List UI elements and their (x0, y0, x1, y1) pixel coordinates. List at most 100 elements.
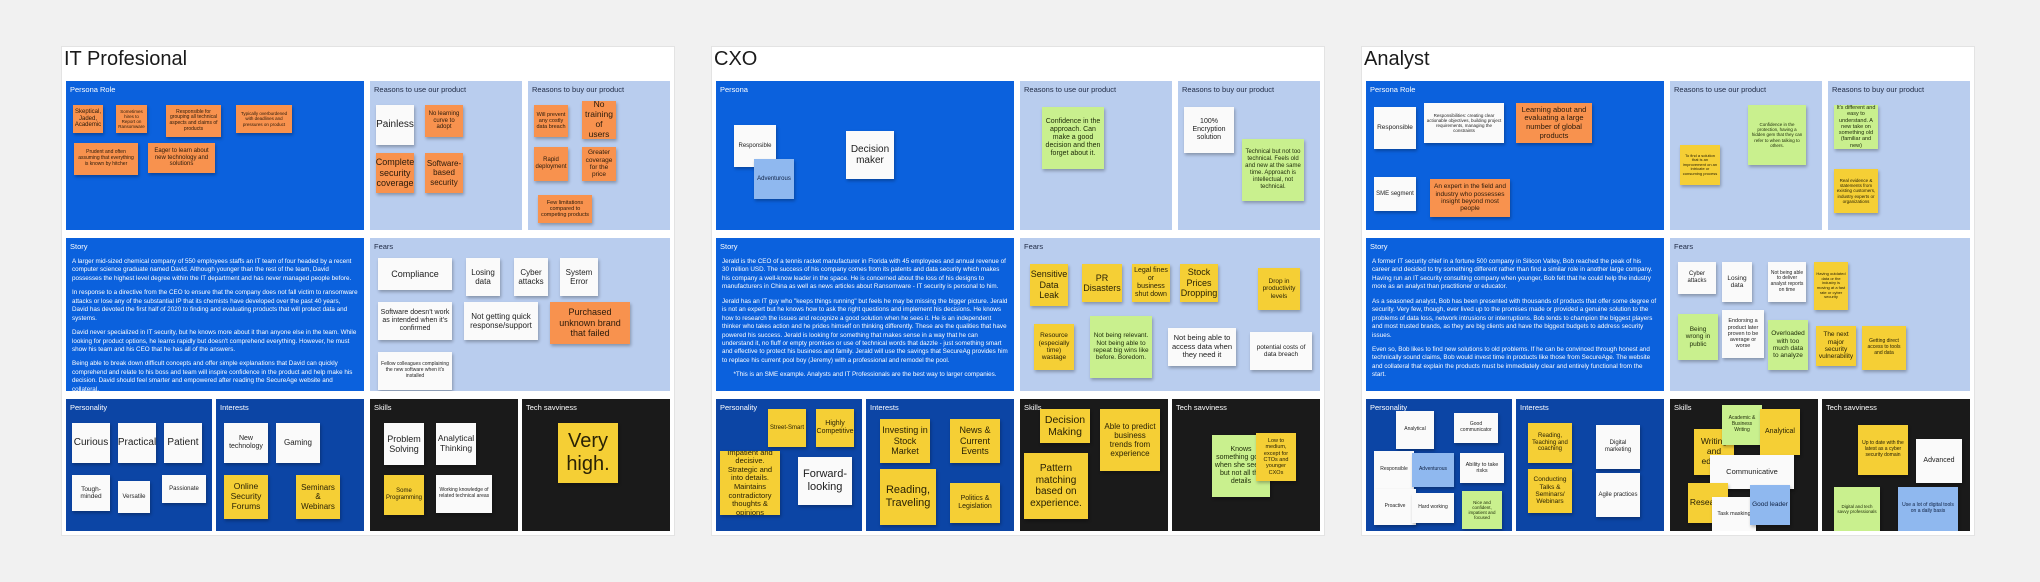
sticky-note[interactable]: Painless (376, 105, 414, 145)
sticky-note[interactable]: Purchased unknown brand that failed (550, 302, 630, 344)
sticky-note[interactable]: Hard working (1412, 493, 1454, 523)
sticky-note[interactable]: No learning curve to adopt (425, 105, 463, 137)
sticky-note[interactable]: Online Security Forums (224, 475, 268, 519)
sticky-note[interactable]: No training of users (582, 101, 616, 139)
sticky-note[interactable]: Patient (164, 423, 202, 463)
sticky-note[interactable]: PR Disasters (1082, 264, 1122, 302)
sticky-note[interactable]: Advanced (1916, 439, 1962, 483)
sticky-note[interactable]: Sensitive Data Leak (1030, 264, 1068, 306)
sticky-note[interactable]: Versatile (118, 481, 150, 513)
sticky-note[interactable]: Not being able to access data when they … (1168, 328, 1236, 366)
sticky-note[interactable]: Typically overburdened with deadlines an… (236, 105, 292, 133)
sticky-note[interactable]: Highly Competitive (816, 409, 854, 447)
sticky-note[interactable]: Compliance (378, 258, 452, 290)
sticky-note[interactable]: Problem Solving (384, 423, 424, 465)
sticky-note[interactable]: Passionate (162, 475, 206, 503)
sticky-note[interactable]: Losing data (1722, 262, 1752, 302)
sticky-note[interactable]: Analytical (1396, 411, 1434, 449)
sticky-note[interactable]: Adventurous (1412, 453, 1454, 487)
sticky-note[interactable]: Nice and confident, impatient and focuse… (1462, 491, 1502, 529)
sticky-note[interactable]: Very high. (558, 423, 618, 483)
sticky-note[interactable]: Pattern matching based on experience. (1024, 453, 1088, 519)
sticky-note[interactable]: Impatient and decisive. Strategic and in… (720, 451, 780, 515)
sticky-note[interactable]: Fellow colleagues complaining the new so… (378, 352, 452, 390)
sticky-note[interactable]: Analytical (1760, 409, 1800, 455)
sticky-note[interactable]: Will prevent any costly data breach (534, 105, 568, 137)
sticky-note[interactable]: News & Current Events (950, 419, 1000, 463)
sticky-note[interactable]: Not being able to deliver analyst report… (1768, 262, 1806, 302)
sticky-note[interactable]: Adventurous (754, 159, 794, 199)
sticky-note[interactable]: Reading, Teaching and coaching (1528, 423, 1572, 463)
sticky-note[interactable]: Decision maker (846, 131, 894, 179)
sticky-note[interactable]: Eager to learn about new technology and … (148, 143, 215, 173)
sticky-note[interactable]: Proactive (1374, 489, 1416, 525)
sticky-note[interactable]: Responsible for grouping all technical a… (166, 105, 221, 137)
sticky-note[interactable]: Good communicator (1454, 413, 1498, 443)
sticky-note[interactable]: Real evidence & statements from existing… (1834, 169, 1878, 213)
sticky-note[interactable]: Few limitations compared to competing pr… (538, 195, 592, 223)
sticky-note[interactable]: Responsibilities: creating clear actiona… (1424, 103, 1504, 143)
sticky-note[interactable]: Good leader (1750, 485, 1790, 525)
sticky-note[interactable]: 100% Encryption solution (1184, 107, 1234, 153)
sticky-note[interactable]: Able to predict business trends from exp… (1100, 409, 1160, 471)
sticky-note[interactable]: Analytical Thinking (436, 423, 476, 465)
sticky-note[interactable]: SME segment (1374, 177, 1416, 211)
sticky-note[interactable]: Tough-minded (72, 475, 110, 511)
sticky-note[interactable]: Technical but not too technical. Feels o… (1242, 139, 1304, 201)
sticky-note[interactable]: Legal fines or business shut down (1132, 264, 1170, 302)
sticky-note[interactable]: New technology (224, 423, 268, 463)
sticky-note[interactable]: An expert in the field and industry who … (1430, 179, 1510, 217)
sticky-note[interactable]: Conducting Talks & Seminars/ Webinars (1528, 469, 1572, 513)
sticky-note[interactable]: Overloaded with too much data to analyze (1768, 320, 1808, 370)
sticky-note[interactable]: Investing in Stock Market (880, 419, 930, 463)
sticky-note[interactable]: Responsible (1374, 451, 1414, 489)
sticky-note[interactable]: Ability to take risks (1460, 453, 1504, 483)
sticky-note[interactable]: Use a lot of digital tools on a daily ba… (1898, 487, 1958, 531)
sticky-note[interactable]: Resource (especially time) wastage (1034, 324, 1074, 370)
sticky-note[interactable]: It's different and easy to understand. A… (1834, 105, 1878, 149)
sticky-note[interactable]: Learning about and evaluating a large nu… (1516, 103, 1592, 143)
sticky-note[interactable]: Endorsing a product later proven to be a… (1722, 310, 1764, 358)
sticky-note[interactable]: Getting direct access to tools and data (1862, 326, 1906, 370)
sticky-note[interactable]: Responsible (1374, 107, 1416, 149)
sticky-note[interactable]: Not being relevant. Not being able to re… (1090, 316, 1152, 378)
sticky-note[interactable]: Drop in productivity levels (1258, 268, 1300, 310)
sticky-note[interactable]: Working knowledge of related technical a… (436, 475, 492, 513)
sticky-note[interactable]: Being wrong in public (1678, 314, 1718, 360)
sticky-note[interactable]: Agile practices (1596, 473, 1640, 517)
sticky-note[interactable]: Confidence in the approach. Can make a g… (1042, 107, 1104, 169)
sticky-note[interactable]: Sometimes hires to Report on Ransomware (116, 105, 147, 133)
sticky-note[interactable]: Prudent and often assuming that everythi… (74, 143, 138, 175)
sticky-note[interactable]: Digital marketing (1596, 425, 1640, 469)
sticky-note[interactable]: Some Programming (384, 475, 424, 515)
sticky-note[interactable]: Software-based security (425, 153, 463, 193)
sticky-note[interactable]: Stock Prices Dropping (1180, 264, 1218, 302)
sticky-note[interactable]: Rapid deployment (534, 147, 568, 181)
sticky-note[interactable]: Task masking (1712, 497, 1756, 531)
sticky-note[interactable]: Losing data (466, 258, 500, 296)
